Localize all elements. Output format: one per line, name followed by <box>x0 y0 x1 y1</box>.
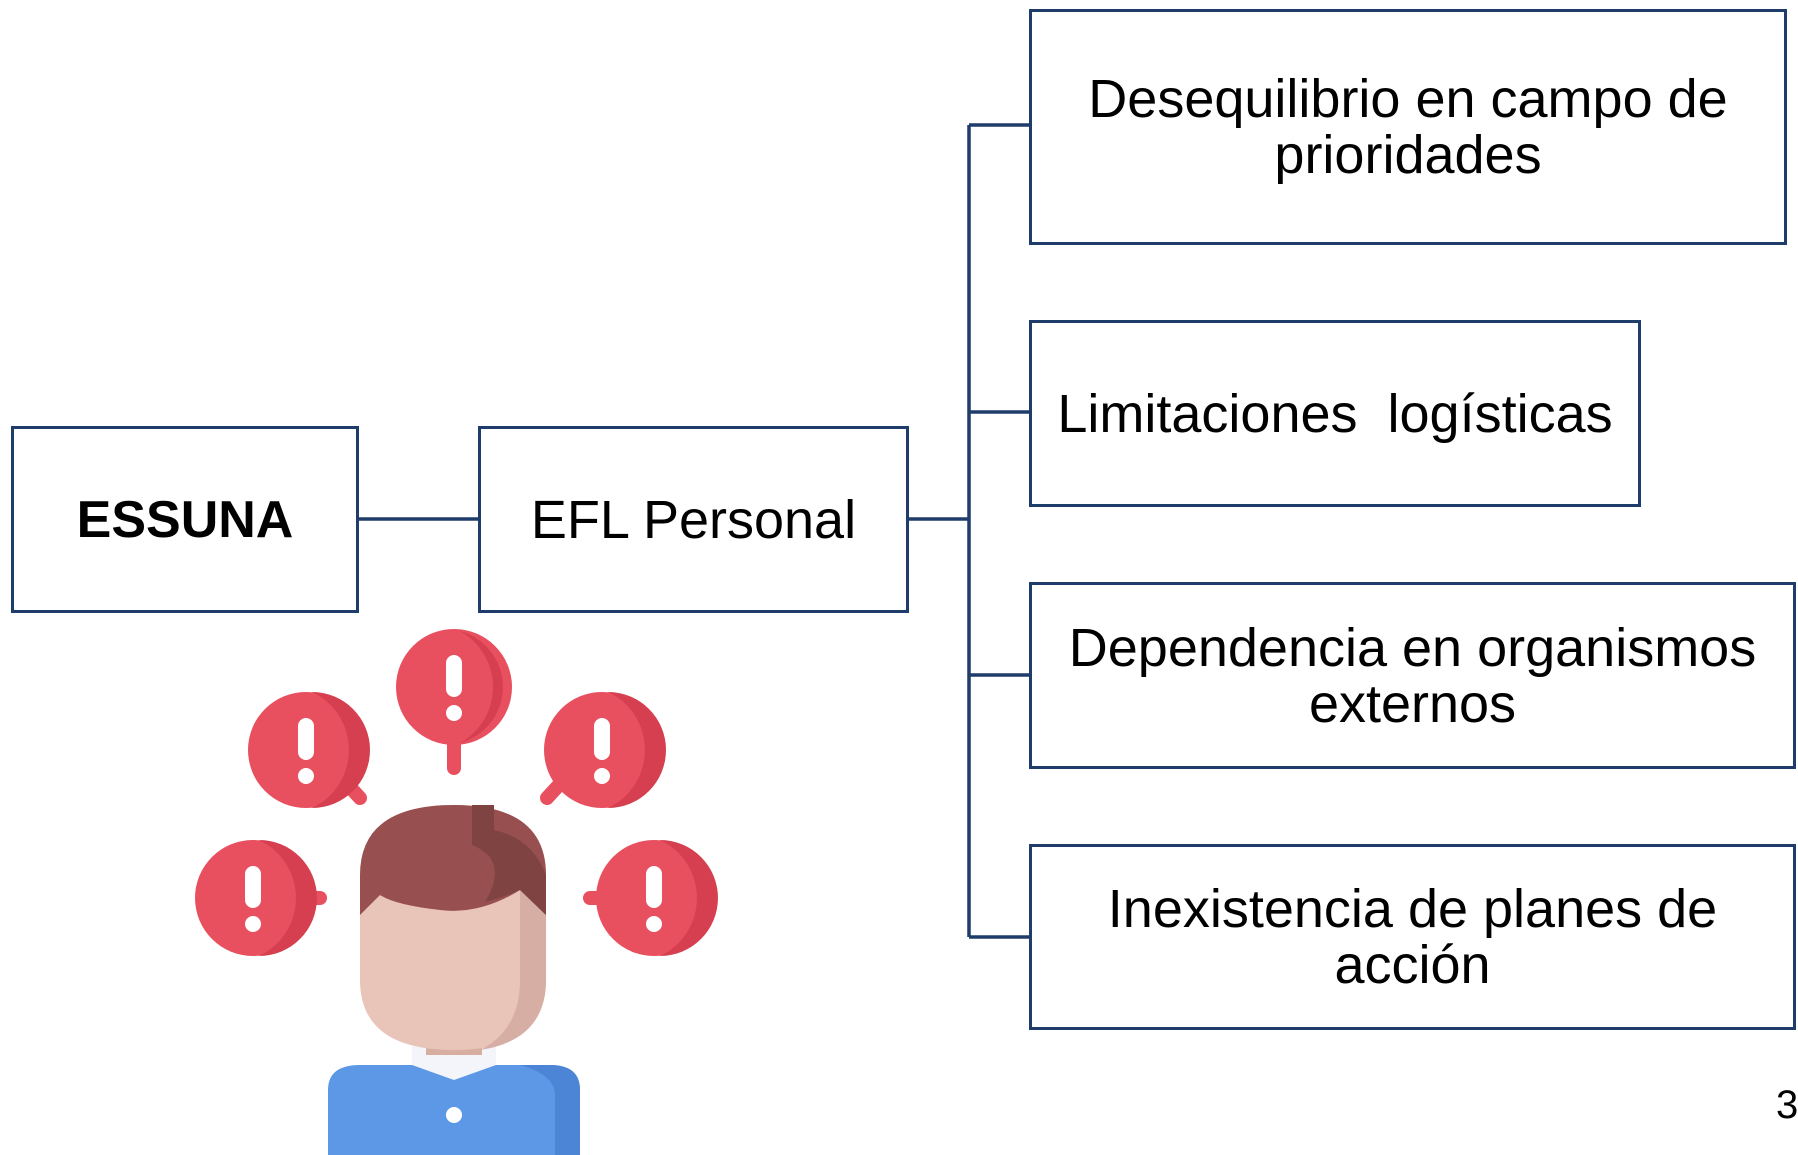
node-child-4-label: Inexistencia de planes de acción <box>1107 879 1718 995</box>
alert-bubble-lower-left-icon <box>195 840 327 956</box>
node-child-2-label: Limitaciones logísticas <box>1057 383 1613 444</box>
person-with-alerts-icon <box>195 629 718 1155</box>
node-child-4: Inexistencia de planes de acción <box>1029 844 1796 1030</box>
node-child-2: Limitaciones logísticas <box>1029 320 1641 507</box>
node-child-1: Desequilibrio en campo de prioridades <box>1029 9 1787 245</box>
node-efl-personal: EFL Personal <box>478 426 909 613</box>
alert-bubble-lower-right-icon <box>583 840 718 956</box>
page-number: 3 <box>1776 1083 1798 1127</box>
node-essuna-label: ESSUNA <box>76 490 294 549</box>
node-essuna: ESSUNA <box>11 426 359 613</box>
node-child-1-label: Desequilibrio en campo de prioridades <box>1088 69 1728 185</box>
person-hair <box>360 805 546 915</box>
alert-bubble-top-icon <box>396 629 513 775</box>
node-child-3: Dependencia en organismos externos <box>1029 582 1796 769</box>
alert-bubble-upper-right-icon <box>540 692 666 808</box>
person-shirt <box>328 1042 580 1155</box>
node-efl-personal-label: EFL Personal <box>530 489 857 550</box>
node-child-3-label: Dependencia en organismos externos <box>1068 617 1757 734</box>
alert-bubble-upper-left-icon <box>248 692 370 808</box>
